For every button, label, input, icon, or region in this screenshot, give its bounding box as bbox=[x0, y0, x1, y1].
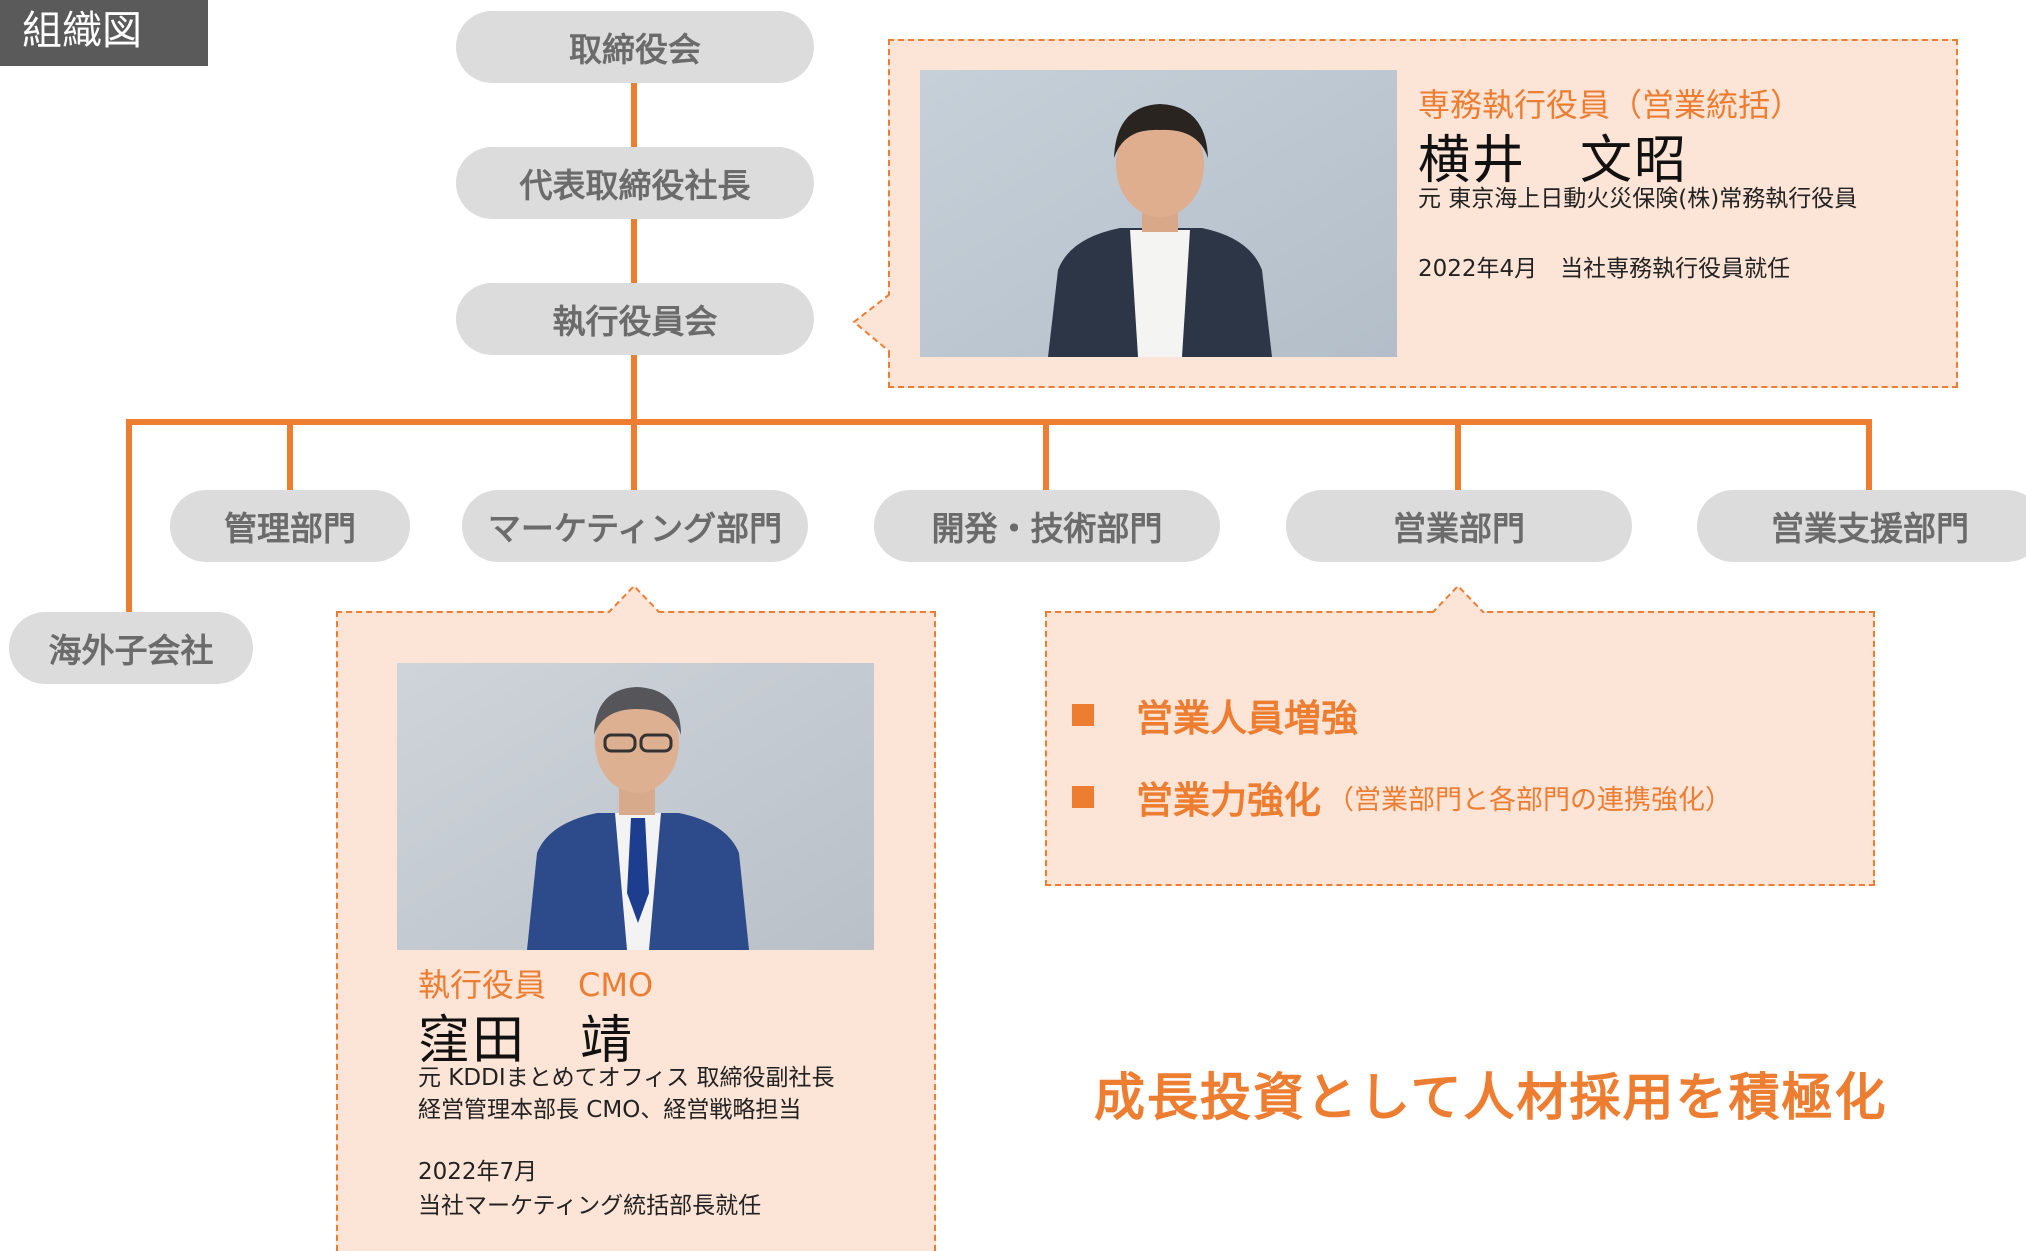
connector-overseas bbox=[126, 419, 132, 614]
exec2-photo bbox=[397, 663, 874, 950]
sales-bullet-1: 営業人員増強 bbox=[1072, 688, 1358, 742]
node-board: 取締役会 bbox=[456, 11, 814, 83]
bullet-square-icon bbox=[1072, 704, 1094, 726]
exec1-career: 元 東京海上日動火災保険(株)常務執行役員 bbox=[1418, 186, 1858, 212]
node-president: 代表取締役社長 bbox=[456, 147, 814, 219]
callout-exec2-pointer bbox=[606, 584, 662, 616]
exec1-title: 専務執行役員（営業統括） bbox=[1418, 86, 1803, 124]
exec2-career-line1: 元 KDDIまとめてオフィス 取締役副社長 bbox=[418, 1065, 835, 1091]
exec2-appointed-line2: 当社マーケティング統括部長就任 bbox=[418, 1193, 762, 1219]
node-sales-support: 営業支援部門 bbox=[1697, 490, 2026, 562]
node-development: 開発・技術部門 bbox=[874, 490, 1220, 562]
slogan: 成長投資として人材採用を積極化 bbox=[1094, 1069, 1888, 1128]
sales-bullet-1-text: 営業人員増強 bbox=[1136, 697, 1358, 740]
sales-bullet-2: 営業力強化 （営業部門と各部門の連携強化） bbox=[1072, 770, 1732, 824]
sales-bullet-2-note: （営業部門と各部門の連携強化） bbox=[1327, 784, 1732, 816]
bullet-square-icon bbox=[1072, 786, 1094, 808]
connector-sales bbox=[1455, 419, 1461, 492]
node-overseas: 海外子会社 bbox=[9, 612, 253, 684]
connector-sales-support bbox=[1866, 419, 1872, 492]
node-sales: 営業部門 bbox=[1286, 490, 1632, 562]
connector-president-exec bbox=[631, 218, 637, 286]
section-tag: 組織図 bbox=[0, 0, 208, 66]
node-exec-committee: 執行役員会 bbox=[456, 283, 814, 355]
callout-sales-pointer bbox=[1430, 584, 1486, 616]
exec1-photo bbox=[920, 70, 1397, 357]
callout-exec1-pointer bbox=[852, 292, 894, 358]
connector-management bbox=[287, 419, 293, 492]
connector-development bbox=[1043, 419, 1049, 492]
node-management: 管理部門 bbox=[170, 490, 410, 562]
exec2-title: 執行役員 CMO bbox=[418, 966, 654, 1004]
exec2-name: 窪田 靖 bbox=[418, 1011, 635, 1071]
callout-sales bbox=[1045, 611, 1875, 886]
exec1-name: 横井 文昭 bbox=[1418, 131, 1689, 191]
connector-board-president bbox=[631, 82, 637, 150]
sales-bullet-2-text: 営業力強化 bbox=[1136, 779, 1321, 822]
exec2-career-line2: 経営管理本部長 CMO、経営戦略担当 bbox=[418, 1097, 802, 1123]
node-marketing: マーケティング部門 bbox=[462, 490, 808, 562]
exec2-appointed-line1: 2022年7月 bbox=[418, 1159, 538, 1185]
horizontal-bus bbox=[126, 419, 1871, 425]
exec1-appointed: 2022年4月 当社専務執行役員就任 bbox=[1418, 256, 1791, 282]
